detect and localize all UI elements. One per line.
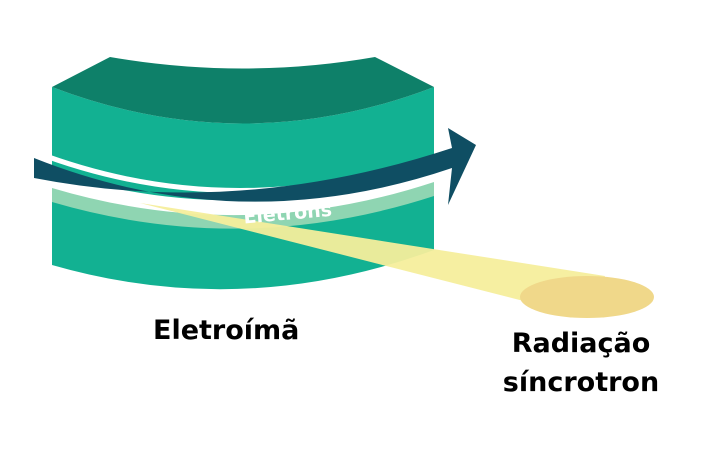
electron-arrow bbox=[34, 128, 476, 205]
gap-band bbox=[52, 182, 434, 229]
electromagnet-label: Eletroímã bbox=[153, 315, 300, 346]
radiation-label-line1: Radiação bbox=[511, 328, 651, 359]
upper-magnet-front bbox=[52, 87, 434, 201]
radiation-beam bbox=[140, 203, 605, 318]
upper-magnet-top bbox=[52, 57, 434, 124]
radiation-spot bbox=[520, 276, 654, 318]
synchrotron-radiation-label: Radiação síncrotron bbox=[481, 324, 681, 402]
radiation-label-line2: síncrotron bbox=[502, 367, 660, 398]
